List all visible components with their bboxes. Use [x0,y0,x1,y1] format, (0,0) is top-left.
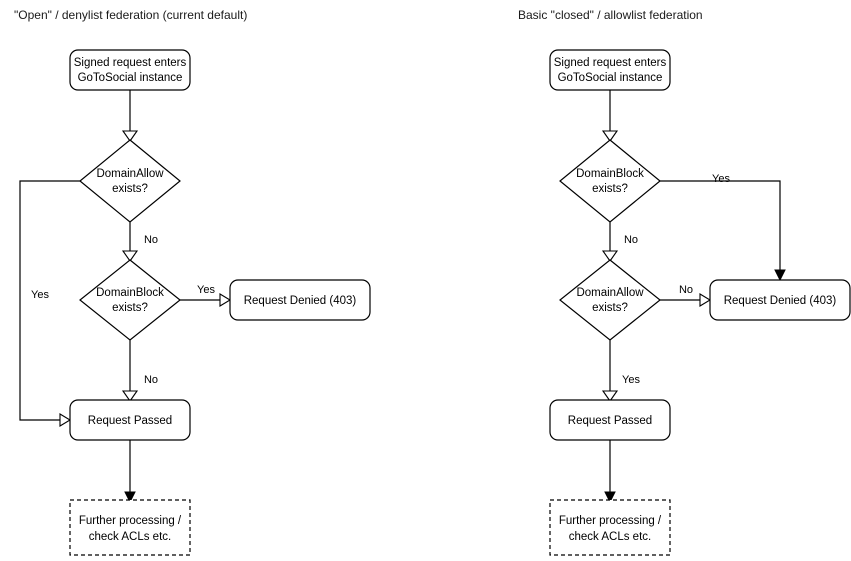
node-domainblock-decision-left: DomainBlock exists? [79,259,181,341]
edge-domainallow-yes-right: Yes [601,340,640,402]
domainallow-label-line1: DomainAllow [96,168,164,180]
arrowhead-open-icon [121,250,139,262]
panel-closed-allowlist: Basic "closed" / allowlist federation Si… [518,8,851,556]
domainblock-label-line1: DomainBlock [576,168,644,180]
edge-domainblock-no-left: No [121,340,158,402]
edge-domainblock-no-right: No [601,222,638,262]
edge-passed-to-further-left [124,440,136,504]
edge-passed-to-further-right [604,440,616,504]
decision-diamond-shape [559,139,661,223]
node-signed-request-start-left: Signed request enters GoToSocial instanc… [69,49,191,91]
domainblock-label-line1: DomainBlock [96,287,164,299]
domainallow-label-line2: exists? [112,183,148,195]
domainblock-label-line2: exists? [112,302,148,314]
arrowhead-solid-icon [124,491,136,504]
panel-open-denylist: "Open" / denylist federation (current de… [14,8,371,556]
further-processing-shape [69,499,191,556]
node-domainblock-decision-right: DomainBlock exists? [559,139,661,223]
node-domainallow-decision-right: DomainAllow exists? [559,259,661,341]
start-node-label-line1: Signed request enters [74,57,187,69]
start-node-label-line1: Signed request enters [554,57,667,69]
edge-label-domainallow-yes: Yes [31,289,49,301]
node-signed-request-start-right: Signed request enters GoToSocial instanc… [549,49,671,91]
further-processing-label-line2: check ACLs etc. [89,531,171,543]
edge-label-domainallow-no: No [144,234,158,246]
request-denied-shape [229,279,371,321]
request-denied-label: Request Denied (403) [244,295,357,307]
request-denied-label: Request Denied (403) [724,295,837,307]
domainblock-label-line2: exists? [592,183,628,195]
arrowhead-open-icon [601,250,619,262]
edge-start-to-domainallow-left [121,90,139,142]
edge-domainallow-no-right: No [660,284,712,307]
start-node-label-line2: GoToSocial instance [558,72,663,84]
node-request-passed-left: Request Passed [69,399,191,441]
arrowhead-open-icon [219,293,232,307]
arrowhead-open-icon [601,130,619,142]
arrowhead-open-icon [121,130,139,142]
panel-title-closed-allowlist: Basic "closed" / allowlist federation [518,8,703,22]
edge-start-to-domainblock-right [601,90,619,142]
arrowhead-open-icon [699,293,712,307]
further-processing-shape [549,499,671,556]
panel-title-open-denylist: "Open" / denylist federation (current de… [14,8,247,22]
request-passed-label: Request Passed [88,415,172,427]
edge-label-domainblock-yes: Yes [712,173,730,185]
request-denied-shape [709,279,851,321]
node-further-processing-right: Further processing / check ACLs etc. [549,499,671,556]
edge-domainblock-yes-right: Yes [660,173,786,282]
edge-domainblock-yes-left: Yes [180,284,232,307]
arrowhead-open-icon [601,390,619,402]
domainallow-label-line2: exists? [592,302,628,314]
decision-diamond-shape [79,259,181,341]
arrowhead-open-icon [59,413,72,427]
node-request-passed-right: Request Passed [549,399,671,441]
further-processing-label-line1: Further processing / [79,515,182,527]
arrowhead-solid-icon [604,491,616,504]
arrowhead-open-icon [121,390,139,402]
decision-diamond-shape [79,139,181,223]
further-processing-label-line2: check ACLs etc. [569,531,651,543]
node-request-denied-left: Request Denied (403) [229,279,371,321]
arrowhead-solid-icon [774,269,786,282]
edge-label-domainblock-no: No [144,374,158,386]
edge-label-domainallow-yes: Yes [622,374,640,386]
edge-domainallow-no-left: No [121,222,158,262]
edge-label-domainblock-yes: Yes [197,284,215,296]
node-domainallow-decision-left: DomainAllow exists? [79,139,181,223]
node-request-denied-right: Request Denied (403) [709,279,851,321]
further-processing-label-line1: Further processing / [559,515,662,527]
edge-domainallow-yes-left: Yes [19,180,80,427]
edge-label-domainallow-no: No [679,284,693,296]
domainallow-label-line1: DomainAllow [576,287,644,299]
decision-diamond-shape [559,259,661,341]
request-passed-label: Request Passed [568,415,652,427]
start-node-label-line2: GoToSocial instance [78,72,183,84]
edge-label-domainblock-no: No [624,234,638,246]
node-further-processing-left: Further processing / check ACLs etc. [69,499,191,556]
